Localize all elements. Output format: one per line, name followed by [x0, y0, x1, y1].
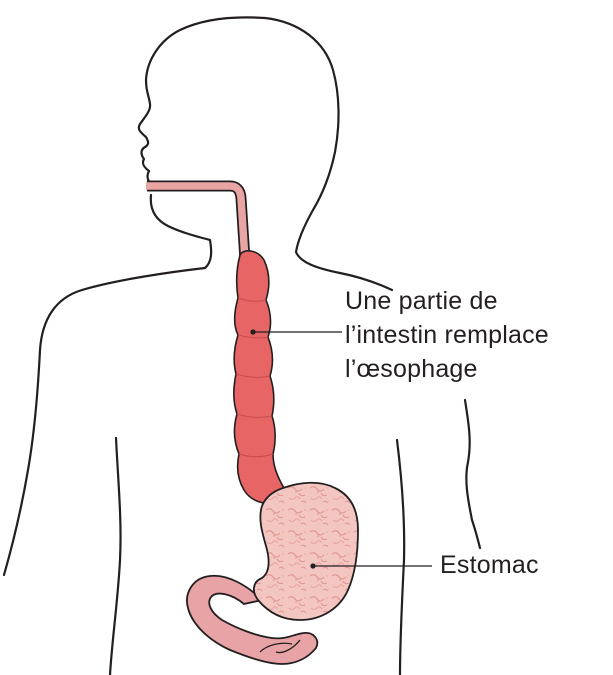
label-intestin-line3: l’œsophage: [345, 352, 549, 386]
stomach: [254, 483, 358, 620]
back-outline: [465, 400, 480, 548]
label-intestin-line1: Une partie de: [345, 284, 549, 318]
chin-neck-outline: [4, 195, 211, 575]
arm-left-outline: [110, 438, 121, 675]
label-intestine-replaces-oesophagus: Une partie de l’intestin remplace l’œsop…: [345, 284, 549, 386]
label-intestin-line2: l’intestin remplace: [345, 318, 549, 352]
label-stomach: Estomac: [440, 548, 539, 582]
arm-right-outline: [397, 440, 404, 675]
